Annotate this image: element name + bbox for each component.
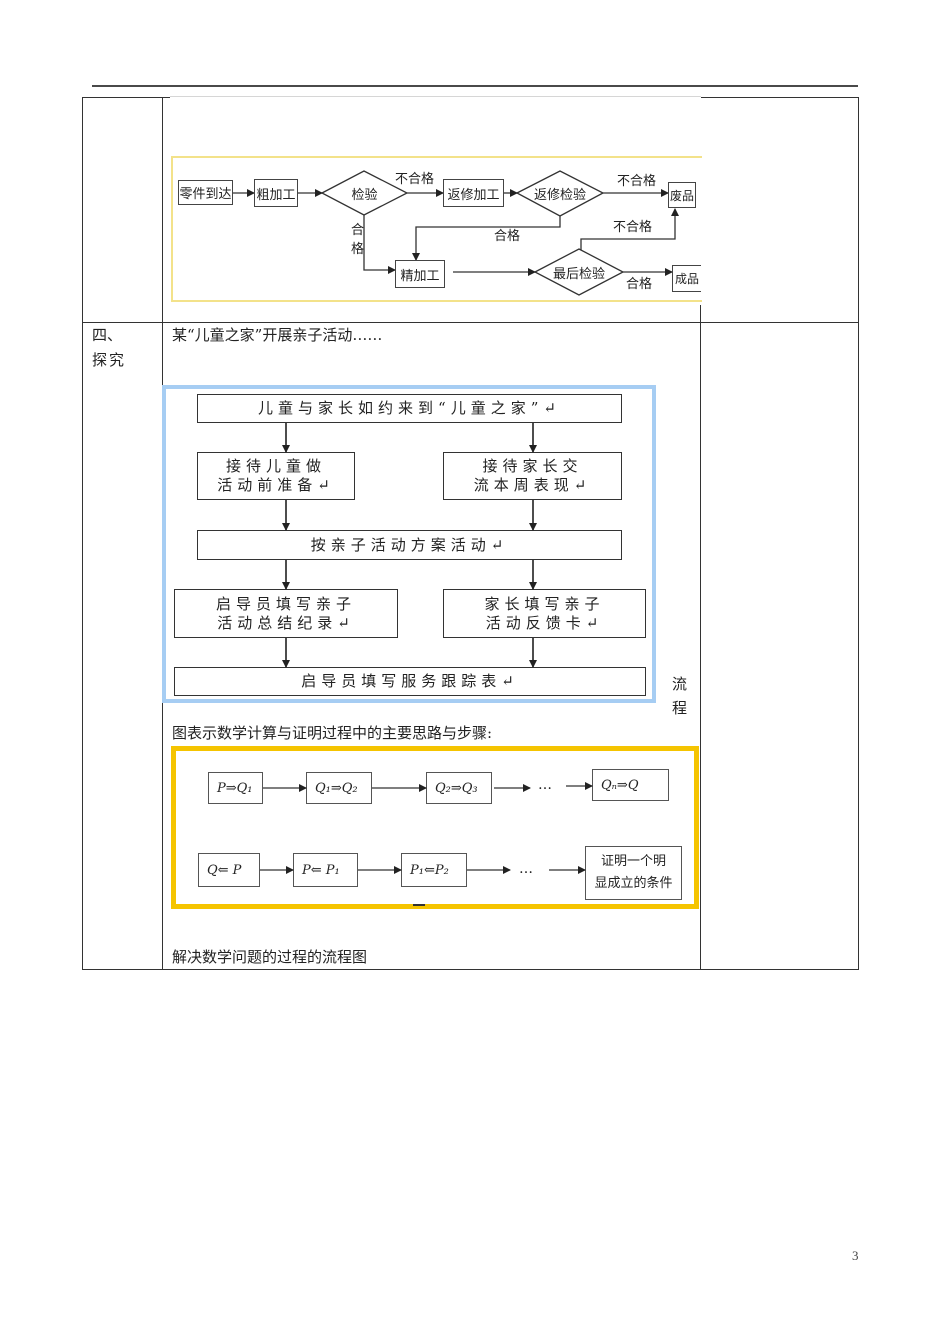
analysis-step-final: 证明一个明 显成立的条件 xyxy=(585,846,682,900)
table-row-divider xyxy=(82,322,859,323)
flow-node-activity: 按亲子活动方案活动↵ xyxy=(197,530,622,560)
math-flowchart-frame xyxy=(171,746,699,909)
synthesis-step-1: P⇒Q₁ xyxy=(208,772,263,804)
node-scrap: 废品 xyxy=(668,182,696,208)
section-label-title: 探究 xyxy=(92,351,127,369)
header-rule xyxy=(92,85,858,87)
synthesis-step-2: Q₁⇒Q₂ xyxy=(306,772,372,804)
side-text-2: 程 xyxy=(672,699,688,717)
edge-label-inspection-pass: 合 格 xyxy=(351,223,365,257)
synthesis-step-final: Qₙ⇒Q xyxy=(592,769,669,801)
edge-label-rework-fail: 不合格 xyxy=(617,174,657,189)
flow-node-parent-feedback: 家长填写亲子 活动反馈卡↵ xyxy=(443,589,646,638)
side-text-1: 流 xyxy=(672,675,688,693)
section-label-number: 四、 xyxy=(92,326,123,344)
edge-label-inspection-fail: 不合格 xyxy=(395,172,435,187)
table-border-bottom xyxy=(82,969,859,970)
analysis-step-2: P⇐ P₁ xyxy=(293,853,358,887)
flow-node-service-tracking: 启导员填写服务跟踪表↵ xyxy=(174,667,646,696)
edge-label-final-fail: 不合格 xyxy=(613,220,653,235)
flow-node-guide-summary: 启导员填写亲子 活动总结纪录↵ xyxy=(174,589,398,638)
edge-label-rework-pass: 合格 xyxy=(494,229,521,244)
caption-text: 解决数学问题的过程的流程图 xyxy=(172,948,368,966)
analysis-step-1: Q⇐ P xyxy=(198,853,260,887)
table-column-divider-2 xyxy=(700,97,701,970)
quality-flowchart-frame xyxy=(171,156,702,302)
analysis-step-3: P₁⇐P₂ xyxy=(401,853,467,887)
node-parts-arrive: 零件到达 xyxy=(178,180,233,205)
flow-node-arrival: 儿童与家长如约来到“儿童之家”↵ xyxy=(197,394,622,423)
math-intro-text: 图表示数学计算与证明过程中的主要思路与步骤: xyxy=(172,724,493,742)
intro-text: 某“儿童之家”开展亲子活动…… xyxy=(172,326,383,344)
table-border-left xyxy=(82,97,83,970)
children-home-flowchart-frame xyxy=(162,385,656,703)
node-rework: 返修加工 xyxy=(443,179,504,207)
decision-rework-inspection: 返修检验 xyxy=(533,188,586,203)
decision-final-inspection: 最后检验 xyxy=(552,266,605,282)
node-finish-machining: 精加工 xyxy=(395,260,445,288)
node-rough-machining: 粗加工 xyxy=(254,179,298,207)
stray-dash xyxy=(413,904,425,906)
flow-node-receive-parents: 接待家长交 流本周表现↵ xyxy=(443,452,622,500)
edge-label-final-pass: 合格 xyxy=(626,277,653,292)
table-border-right xyxy=(858,97,859,970)
node-finished-product: 成品 xyxy=(672,265,701,292)
page-number: 3 xyxy=(852,1248,859,1263)
synthesis-step-3: Q₂⇒Q₃ xyxy=(426,772,492,804)
flow-node-receive-children: 接待儿童做 活动前准备↵ xyxy=(197,452,355,500)
analysis-ellipsis: … xyxy=(519,861,533,877)
synthesis-ellipsis: … xyxy=(538,777,552,793)
